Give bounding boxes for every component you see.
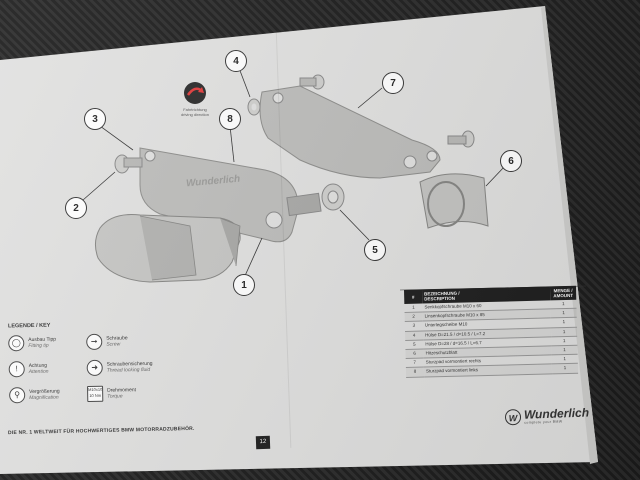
screwdriver-icon: ➞ (86, 333, 103, 351)
crash-pad-part (94, 214, 241, 283)
bracket-right-part (259, 85, 441, 179)
leader-lines (82, 67, 506, 279)
heat-shield-part (419, 173, 489, 229)
bolt-top-part (299, 74, 325, 90)
axle-part (286, 183, 345, 217)
bolt-right-part (447, 130, 475, 148)
page-number: 12 (255, 435, 271, 450)
callout-3: 3 (84, 108, 106, 130)
brand-logo: W Wunderlich complete your BMW (504, 406, 590, 426)
thread-lock-icon: ➜ (86, 359, 103, 377)
magnifier-icon: ⚲ (9, 387, 26, 404)
callout-6: 6 (500, 150, 522, 172)
header-num: # (404, 289, 423, 304)
driving-direction-label: Fahrtrichtung driving direction (180, 107, 209, 117)
callout-1: 1 (233, 274, 255, 296)
brand-mark-icon: W (504, 408, 522, 426)
driving-direction-icon (184, 82, 206, 104)
callout-8: 8 (219, 108, 241, 130)
bulb-icon: ◯ (8, 335, 25, 352)
bolt-3-part (114, 154, 143, 174)
callout-7: 7 (382, 72, 404, 94)
warning-icon: ! (8, 361, 25, 378)
parts-table: # BEZEICHNUNG /DESCRIPTION MENGE /AMOUNT… (404, 285, 579, 378)
callout-2: 2 (65, 197, 87, 219)
header-qty: MENGE /AMOUNT (549, 285, 577, 301)
washer-4-part (247, 98, 261, 116)
callout-5: 5 (364, 239, 386, 261)
callout-4: 4 (225, 50, 247, 72)
